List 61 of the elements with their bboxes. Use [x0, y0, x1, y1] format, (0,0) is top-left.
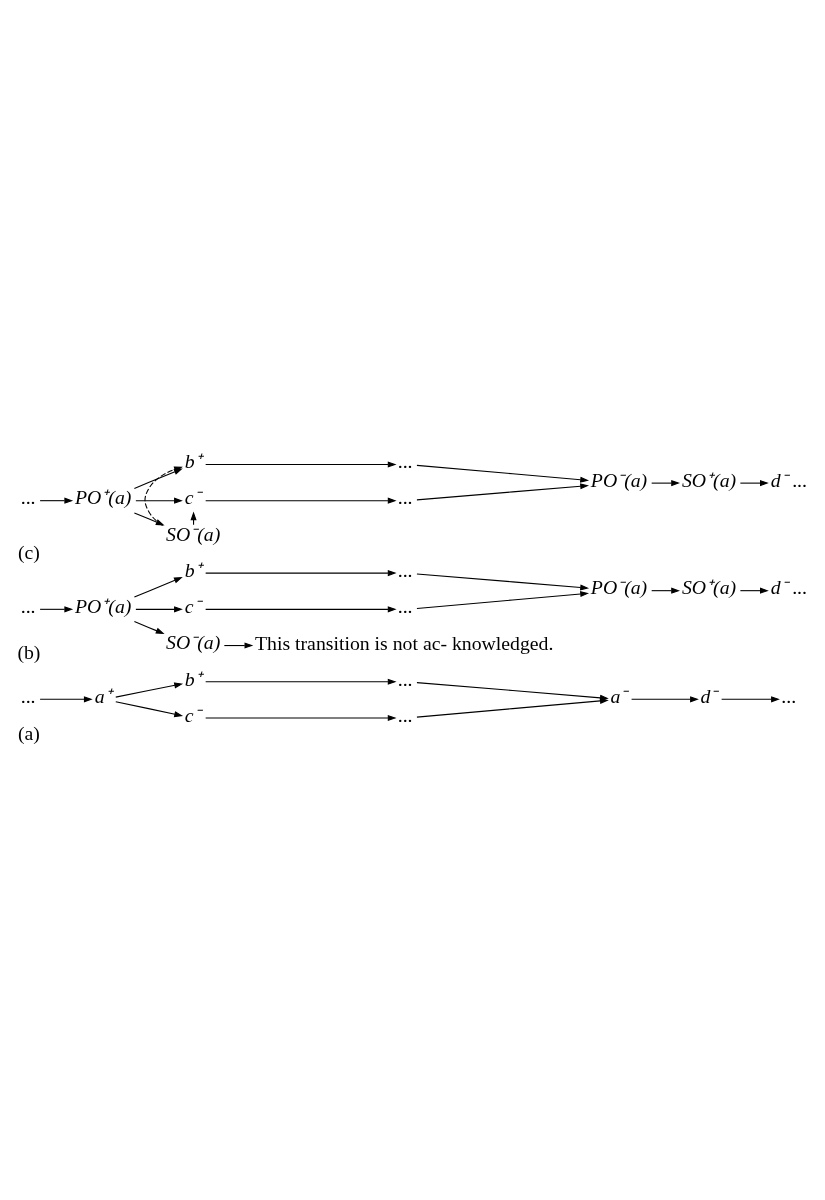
- node-text: SO⁺(a): [681, 576, 737, 599]
- node-text: d⁻: [700, 685, 718, 708]
- node-text: c⁻: [184, 703, 201, 726]
- node-text: d⁻ ...: [770, 468, 808, 491]
- arrow: [135, 497, 183, 504]
- node-text: ...: [398, 703, 414, 726]
- arrow: [416, 590, 590, 609]
- node-text: SO⁻(a): [166, 631, 221, 654]
- arrow: [416, 573, 590, 591]
- node-text: SO⁺(a): [681, 468, 737, 491]
- arrow: [223, 642, 254, 649]
- node-text: ...: [21, 486, 37, 509]
- node-text: ...: [398, 486, 414, 509]
- node-text: ...: [398, 450, 414, 473]
- arrow: [739, 587, 769, 594]
- node-text: a⁺: [94, 685, 112, 708]
- arrow: [115, 701, 184, 718]
- node-text: a⁻: [610, 685, 628, 708]
- node-text: b⁺: [184, 558, 202, 581]
- arrow: [739, 480, 769, 487]
- arrow: [205, 606, 397, 613]
- node-text: ...: [398, 667, 414, 690]
- arrow: [39, 606, 74, 613]
- arrow: [205, 497, 397, 504]
- node-text: d⁻ ...: [770, 576, 808, 599]
- arrow: [651, 480, 680, 487]
- arrow: [205, 678, 397, 685]
- node-text: PO⁺(a): [75, 486, 132, 509]
- arrow: [133, 577, 183, 598]
- arrow: [135, 606, 183, 613]
- node-text: This transition is not ac- knowledged.: [255, 632, 554, 655]
- node-text: c⁻: [184, 486, 201, 509]
- arrow: [416, 464, 590, 483]
- arrow: [416, 697, 609, 718]
- node-text: b⁺: [184, 450, 202, 473]
- node-text: ...: [398, 558, 414, 581]
- arrow: [39, 696, 93, 703]
- label: (b): [17, 641, 41, 664]
- node-text: b⁺: [184, 667, 202, 690]
- arrow: [205, 570, 397, 577]
- arrow: [115, 682, 184, 698]
- arrow: [133, 621, 165, 635]
- arrow: [205, 461, 397, 468]
- label: (a): [17, 722, 40, 745]
- arrow: [416, 483, 590, 501]
- node-text: ...: [398, 595, 414, 618]
- arrow: [721, 696, 780, 703]
- node-text: SO⁻(a): [166, 522, 221, 545]
- node-text: PO⁻(a): [590, 468, 648, 491]
- node-text: PO⁺(a): [75, 595, 132, 618]
- node-text: ...: [21, 595, 37, 618]
- node-text: c⁻: [184, 595, 201, 618]
- arrow: [205, 714, 397, 722]
- arrow: [190, 511, 197, 526]
- arrow: [631, 696, 699, 703]
- arrow: [651, 587, 680, 594]
- arrow: [39, 497, 74, 504]
- node-text: ...: [21, 685, 37, 708]
- node-text: ...: [781, 685, 797, 708]
- node-text: PO⁻(a): [590, 576, 648, 599]
- label: (c): [17, 541, 40, 564]
